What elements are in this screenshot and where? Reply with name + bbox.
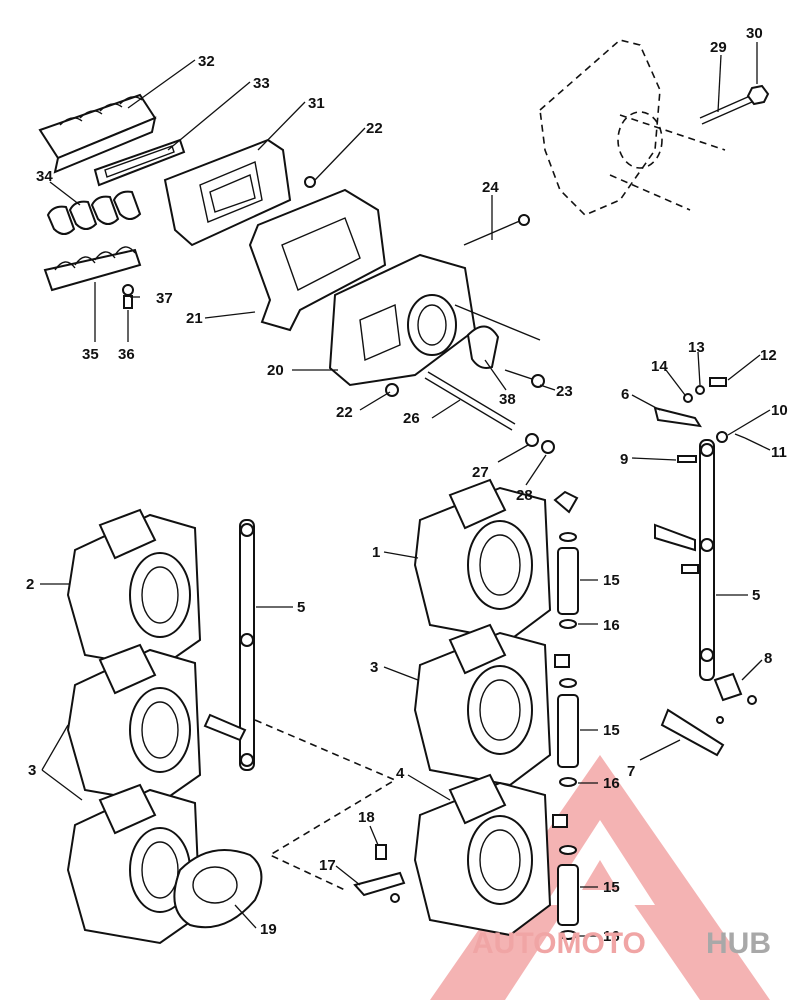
carburetor-3-center	[413, 623, 552, 787]
callout-2: 2	[26, 576, 34, 593]
screw-36-37	[122, 284, 134, 309]
reed-cage-32	[38, 93, 157, 174]
callout-20: 20	[267, 362, 284, 379]
callout-30: 30	[746, 25, 763, 42]
callout-13: 13	[688, 339, 705, 356]
callout-38: 38	[499, 391, 516, 408]
lever-17-screw-18	[353, 844, 406, 903]
callout-33: 33	[253, 75, 270, 92]
callout-11: 11	[771, 444, 787, 461]
lever-arms-right	[654, 523, 757, 757]
watermark-text: AUTOMOTO HUB	[472, 927, 771, 960]
watermark-text-secondary: HUB	[706, 927, 771, 960]
gasket-33	[93, 138, 186, 187]
callout-3: 3	[28, 762, 36, 779]
linkage-dashed-lines	[254, 719, 397, 891]
pin-9-10-11	[677, 431, 746, 463]
callout-17: 17	[319, 857, 336, 874]
callout-labels: 32 33 31 22 34 21 37 35 36 20 22 24 38 2…	[26, 25, 788, 945]
crankcase-cover	[539, 39, 726, 216]
callout-15: 15	[603, 572, 620, 589]
callout-14: 14	[651, 358, 668, 375]
carburetor-4	[413, 773, 552, 937]
callout-9: 9	[620, 451, 628, 468]
callout-31: 31	[308, 95, 325, 112]
carburetor-1	[413, 478, 552, 642]
reed-stop-35	[43, 246, 142, 292]
throttle-link-5-left	[203, 519, 255, 771]
callout-23: 23	[556, 383, 573, 400]
callout-16: 16	[603, 928, 620, 945]
callout-32: 32	[198, 53, 215, 70]
callout-4: 4	[396, 765, 405, 782]
callout-28: 28	[516, 487, 533, 504]
callout-29: 29	[710, 39, 727, 56]
callout-7: 7	[627, 763, 635, 780]
cam-lever-6	[653, 406, 702, 428]
clamp-38	[466, 325, 500, 369]
callout-5: 5	[752, 587, 760, 604]
callout-19: 19	[260, 921, 277, 938]
watermark-text-primary: AUTOMOTO	[472, 927, 646, 960]
callout-21: 21	[186, 310, 203, 327]
carburetor-3-left-bottom	[66, 783, 202, 945]
callout-6: 6	[621, 386, 629, 403]
gasket-19	[173, 849, 263, 929]
callout-22: 22	[366, 120, 383, 137]
callout-1: 1	[372, 544, 380, 561]
callout-26: 26	[403, 410, 420, 427]
callout-35: 35	[82, 346, 99, 363]
callout-10: 10	[771, 402, 788, 419]
stud-29-nut-30	[699, 84, 770, 125]
callout-27: 27	[472, 464, 489, 481]
callout-37: 37	[156, 290, 173, 307]
callout-18: 18	[358, 809, 375, 826]
throttle-link-5-right	[699, 439, 715, 681]
adaptor-20	[328, 253, 477, 387]
callout-5: 5	[297, 599, 305, 616]
callout-22: 22	[336, 404, 353, 421]
callout-24: 24	[482, 179, 499, 196]
callout-8: 8	[764, 650, 772, 667]
callout-16: 16	[603, 775, 620, 792]
fuel-hoses-15-16	[552, 490, 579, 940]
carburetor-3-left-top	[66, 643, 202, 805]
gasket-21	[248, 188, 387, 332]
callout-15: 15	[603, 722, 620, 739]
leader-lines	[40, 42, 771, 937]
callout-36: 36	[118, 346, 135, 363]
carburetor-2	[66, 508, 202, 670]
bolts-22-23-24-26	[304, 176, 555, 454]
reed-petals-34	[46, 190, 142, 235]
screws-12-13-14	[683, 377, 727, 403]
callout-3: 3	[370, 659, 378, 676]
callout-16: 16	[603, 617, 620, 634]
callout-15: 15	[603, 879, 620, 896]
callout-34: 34	[36, 168, 53, 185]
callout-12: 12	[760, 347, 777, 364]
